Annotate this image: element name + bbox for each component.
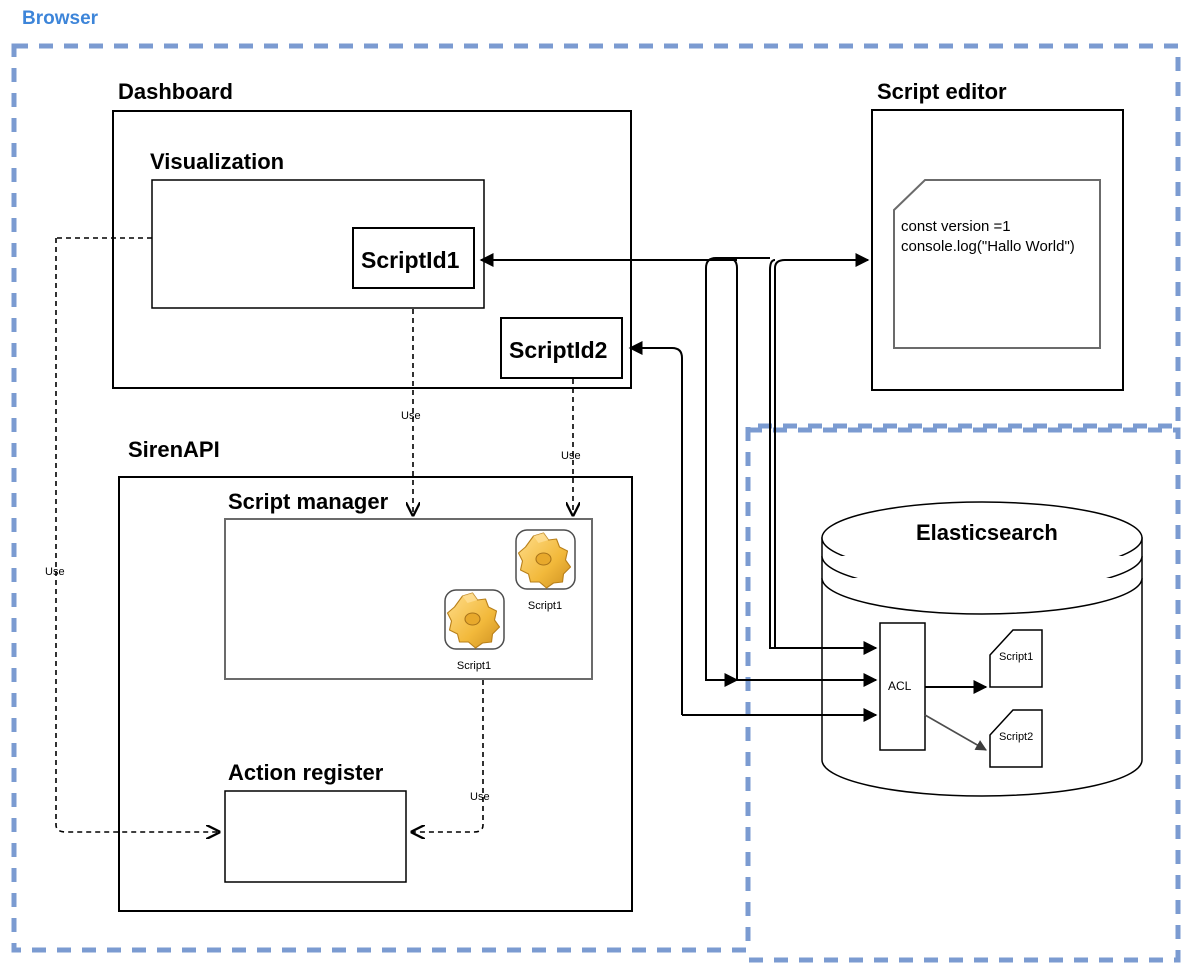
edge-to-script-editor <box>774 253 870 648</box>
es-script-2-shape[interactable] <box>989 709 1043 768</box>
edge-editor-to-scriptid1 <box>705 257 770 687</box>
script-id-1-label: ScriptId1 <box>361 247 460 273</box>
edge-label-use-manager: Use <box>470 791 490 803</box>
browser-container-border <box>11 43 1181 953</box>
script-id-1-box[interactable] <box>352 227 475 289</box>
es-script-1-label: Script1 <box>999 651 1033 663</box>
acl-label: ACL <box>888 679 912 693</box>
gear-icon-1-group[interactable] <box>515 529 576 590</box>
acl-box[interactable] <box>879 622 926 751</box>
gear-icon-2 <box>446 592 501 649</box>
es-script-2-label: Script2 <box>999 731 1033 743</box>
browser-label: Browser <box>22 8 99 29</box>
edge-corner-scriptid1 <box>726 257 738 680</box>
edge-label-use-left: Use <box>45 566 65 578</box>
elasticsearch-cylinder <box>821 501 1143 797</box>
gear-1-label: Script1 <box>528 600 562 612</box>
edge-acl-to-script2 <box>924 714 987 751</box>
script-editor-label: Script editor <box>877 79 1007 104</box>
code-line-2: console.log("Hallo World") <box>901 238 1075 255</box>
es-script-1-shape[interactable] <box>989 629 1043 688</box>
edge-label-use-viz: Use <box>401 410 421 422</box>
gear-2-label: Script1 <box>457 660 491 672</box>
edge-use-manager-to-action <box>412 680 484 832</box>
script-id-2-label: ScriptId2 <box>509 337 607 363</box>
edge-into-scriptid2 <box>628 341 683 715</box>
gear-icon-2-group[interactable] <box>444 589 505 650</box>
code-document-shape[interactable] <box>893 179 1101 349</box>
script-manager-label: Script manager <box>228 489 389 514</box>
gear-icon-1 <box>517 532 572 589</box>
action-register-label: Action register <box>228 760 384 785</box>
edge-use-left-to-action <box>55 238 219 832</box>
visualization-label: Visualization <box>150 149 284 174</box>
code-line-1: const version =1 <box>901 218 1011 235</box>
edge-acl-inbound-top <box>769 259 878 655</box>
edge-label-use-scriptid2: Use <box>561 450 581 462</box>
action-register-box <box>224 790 407 883</box>
elasticsearch-container-border <box>748 427 1181 963</box>
script-id-2-box[interactable] <box>500 317 623 379</box>
dashboard-label: Dashboard <box>118 79 233 104</box>
sirenapi-label: SirenAPI <box>128 437 220 462</box>
elasticsearch-label: Elasticsearch <box>916 520 1058 545</box>
